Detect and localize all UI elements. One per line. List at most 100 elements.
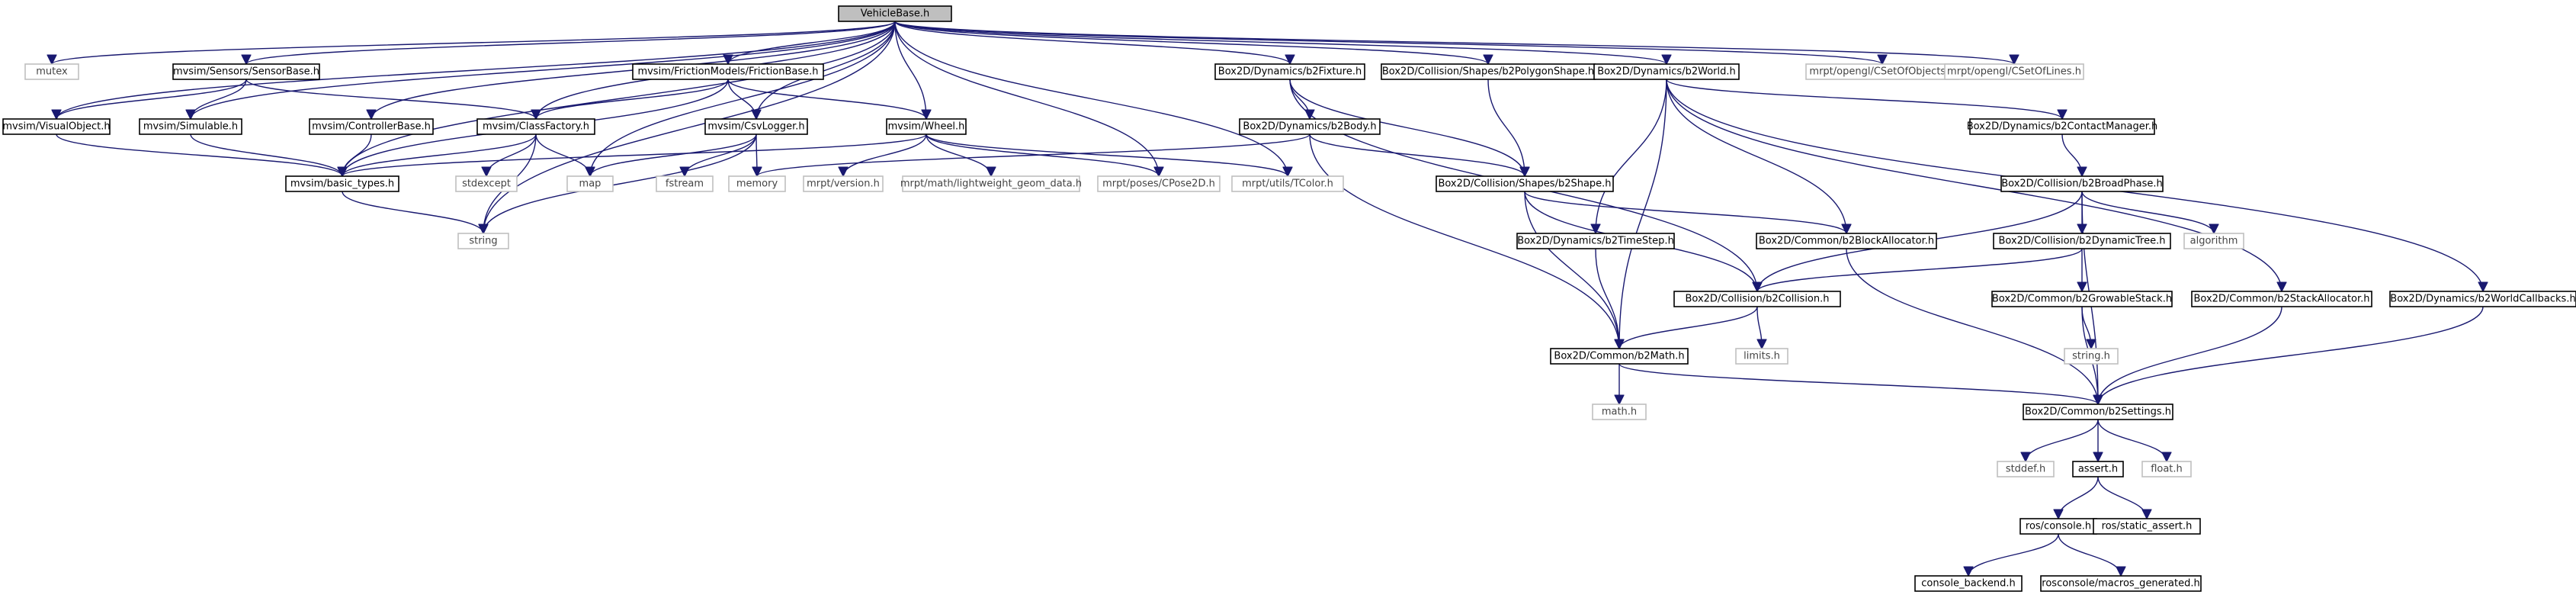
node-box [2,118,111,135]
node-label: fstream [666,178,704,190]
node-label: mrpt/poses/CPose2D.h [1102,178,1215,190]
node-algorithm: algorithm [2183,233,2244,249]
node-macrosgenerated[interactable]: rosconsole/macros_generated.h [2040,575,2202,592]
node-box [1231,175,1344,192]
edge-b2contactmanager-to-b2broadphase [2061,133,2082,176]
edge-frictionbase-to-wheel [727,79,926,120]
node-label: Box2D/Common/b2StackAllocator.h [2193,294,2369,305]
node-map: map [566,175,614,192]
edge-b2shape-to-b2math [1524,191,1619,349]
node-box [172,63,320,80]
node-b2polygonshape[interactable]: Box2D/Collision/Shapes/b2PolygonShape.h [1381,63,1596,80]
node-b2stackallocator[interactable]: Box2D/Common/b2StackAllocator.h [2191,291,2372,307]
node-b2timestep[interactable]: Box2D/Dynamics/b2TimeStep.h [1516,233,1675,249]
node-csetoflines: mrpt/opengl/CSetOfLines.h [1944,63,2084,80]
node-label: mvsim/basic_types.h [290,178,394,190]
node-label: map [579,178,601,190]
node-box [1756,233,1937,249]
edge-b2shape-to-b2blockallocator [1524,191,1846,234]
node-label: mvsim/ControllerBase.h [312,121,431,133]
node-label: math.h [1602,407,1637,418]
edge-wheel-to-lightweight [925,133,991,177]
node-wheel[interactable]: mvsim/Wheel.h [886,118,967,135]
edge-b2dynamictree-to-b2collision [1757,248,2083,292]
node-box [1997,461,2055,477]
node-visualobject[interactable]: mvsim/VisualObject.h [2,118,111,135]
node-basictypes[interactable]: mvsim/basic_types.h [285,175,399,192]
edge-frictionbase-to-csvlogger [727,79,756,120]
node-label: mvsim/Sensors/SensorBase.h [173,66,319,78]
node-box [1969,118,2155,135]
node-label: Box2D/Common/b2GrowableStack.h [1992,294,2172,305]
node-mathh: math.h [1592,403,1647,420]
edge-b2body-to-b2shape [1309,133,1525,177]
node-classfactory[interactable]: mvsim/ClassFactory.h [476,118,595,135]
edge-vehiclebase-to-wheel [894,21,926,119]
edge-wheel-to-mrptversion [843,133,927,177]
node-label: console_backend.h [1921,578,2015,590]
node-box [632,63,824,80]
node-label: Box2D/Common/b2Settings.h [2025,407,2171,418]
edge-vehiclebase-to-b2polygonshape [894,21,1488,65]
edge-csvlogger-to-map [590,133,757,177]
node-box [1550,348,1689,365]
node-label: limits.h [1744,351,1780,362]
node-label: Box2D/Dynamics/b2ContactManager.h [1967,121,2158,133]
node-label: rosconsole/macros_generated.h [2042,578,2199,590]
node-b2blockallocator[interactable]: Box2D/Common/b2BlockAllocator.h [1756,233,1937,249]
node-box [566,175,614,192]
node-box [1673,291,1841,307]
node-b2fixture[interactable]: Box2D/Dynamics/b2Fixture.h [1214,63,1365,80]
node-box [1516,233,1675,249]
node-b2body[interactable]: Box2D/Dynamics/b2Body.h [1239,118,1381,135]
edge-wheel-to-basictypes [342,133,927,177]
node-b2growablestack[interactable]: Box2D/Common/b2GrowableStack.h [1991,291,2173,307]
node-b2shape[interactable]: Box2D/Collision/Shapes/b2Shape.h [1436,175,1614,192]
edge-b2settings-to-floath [2097,419,2167,462]
node-controllerbase[interactable]: mvsim/ControllerBase.h [309,118,434,135]
node-label: mrpt/opengl/CSetOfObjects.h [1809,66,1955,78]
node-label: Box2D/Dynamics/b2World.h [1597,66,1735,78]
node-asserth[interactable]: assert.h [2072,461,2124,477]
node-box [2023,403,2173,420]
node-stdexcept: stdexcept [455,175,518,192]
node-csvlogger[interactable]: mvsim/CsvLogger.h [704,118,808,135]
edge-vehiclebase-to-csvlogger [756,21,896,119]
node-box [24,63,79,80]
node-box [728,175,786,192]
edge-sensorbase-to-visualobject [56,79,247,120]
node-sensorbase[interactable]: mvsim/Sensors/SensorBase.h [172,63,320,80]
node-b2settings[interactable]: Box2D/Common/b2Settings.h [2023,403,2173,420]
edge-csvlogger-to-string [483,133,757,233]
node-label: Box2D/Collision/Shapes/b2PolygonShape.h [1382,66,1594,78]
edge-vehiclebase-to-csetoflines [894,21,2014,65]
node-box [1944,63,2084,80]
node-frictionbase[interactable]: mvsim/FrictionModels/FrictionBase.h [632,63,824,80]
node-label: mvsim/CsvLogger.h [707,121,804,133]
node-b2world[interactable]: Box2D/Dynamics/b2World.h [1593,63,1740,80]
node-b2worldcallbacks[interactable]: Box2D/Dynamics/b2WorldCallbacks.h [2389,291,2576,307]
edge-vehiclebase-to-simulable [191,21,896,120]
node-rosconsole[interactable]: ros/console.h [2019,518,2097,535]
node-box [1239,118,1381,135]
node-label: mrpt/math/lightweight_geom_data.h [900,178,1082,190]
edge-b2blockallocator-to-b2settings [1846,248,2098,404]
node-tcolor: mrpt/utils/TColor.h [1231,175,1344,192]
edge-b2timestep-to-b2math [1595,248,1619,349]
node-consolebackend[interactable]: console_backend.h [1914,575,2023,592]
edge-vehiclebase-to-csetofobjects [894,21,1882,65]
node-box [2000,175,2164,192]
node-b2math[interactable]: Box2D/Common/b2Math.h [1550,348,1689,365]
edge-b2world-to-b2math [1619,79,1667,349]
node-box [1993,233,2171,249]
node-b2broadphase[interactable]: Box2D/Collision/b2BroadPhase.h [2000,175,2164,192]
edge-csvlogger-to-memory [756,133,757,176]
node-vehiclebase[interactable]: VehicleBase.h [838,5,952,22]
node-simulable[interactable]: mvsim/Simulable.h [139,118,242,135]
node-b2dynamictree[interactable]: Box2D/Collision/b2DynamicTree.h [1993,233,2171,249]
node-b2collision[interactable]: Box2D/Collision/b2Collision.h [1673,291,1841,307]
node-b2contactmanager[interactable]: Box2D/Dynamics/b2ContactManager.h [1967,118,2158,135]
node-staticassert[interactable]: ros/static_assert.h [2093,518,2201,535]
edge-b2world-to-b2stackallocator [1666,79,2282,291]
edge-simulable-to-basictypes [190,133,342,177]
